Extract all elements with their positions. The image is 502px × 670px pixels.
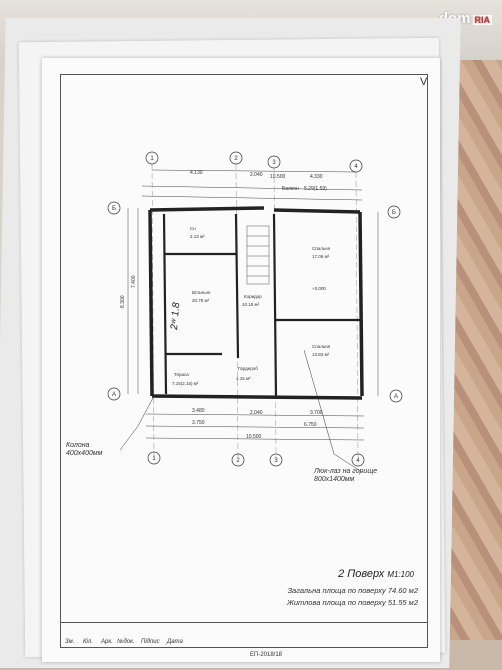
dim-top: 4.130	[190, 170, 203, 176]
axis-marker-a-left	[107, 387, 121, 401]
axis-label: 4	[356, 458, 360, 464]
outer-walls	[148, 206, 364, 400]
dim-bottom-total: 10.500	[246, 434, 262, 440]
stamp-cell: №док.	[117, 639, 135, 645]
dim-top-total: 10.500	[270, 174, 286, 180]
room-name: Спальня	[312, 344, 331, 349]
room-area: 17.06 м²	[312, 254, 330, 259]
dimension-lines-left	[127, 208, 379, 396]
watermark-ria: RIA	[472, 15, 492, 25]
room-name: Коридор	[244, 294, 262, 299]
floor-title: 2 Поверх М1:100	[338, 568, 414, 580]
axis-label: А	[394, 394, 398, 400]
axis-label: Б	[112, 206, 116, 212]
inner-walls	[162, 213, 360, 399]
stamp-cell: Зм.	[65, 639, 75, 645]
stamp-cell: Кіл.	[83, 639, 93, 645]
room-name: Вітальня	[192, 290, 211, 295]
axis-label: А	[112, 392, 116, 398]
axis-label: 2	[234, 156, 238, 162]
dim-top: 2.040	[250, 172, 263, 178]
room-area: 20.79 м²	[192, 298, 210, 303]
axis-label: 1	[150, 156, 154, 162]
room-area: 2.13 м²	[190, 234, 205, 239]
axis-marker-b-left	[107, 201, 121, 215]
balcony-label: Балкон	[282, 186, 299, 192]
stamp-cell: Арк.	[101, 639, 113, 645]
check-mark: V	[420, 76, 428, 88]
balcony-area: 5.29(1.59)	[304, 186, 327, 192]
axis-markers-side	[107, 201, 403, 403]
axis-label: 3	[274, 458, 278, 464]
dimension-lines-top	[141, 169, 363, 201]
axis-label: 1	[152, 456, 156, 462]
dim-bottom: 3.480	[192, 408, 205, 414]
dim-side: 8.300	[120, 295, 126, 308]
scale-label: М1:100	[387, 570, 414, 579]
room-name: Тераса	[174, 372, 189, 377]
handwritten-note: 2ʷ 1.8	[169, 302, 182, 332]
drawing-frame: Зм. Кіл. Арк. №док. Підпис Дата	[60, 74, 428, 648]
room-area: 10.18 м²	[242, 302, 260, 307]
stamp-cell: Дата	[167, 639, 183, 645]
axis-marker-a-right	[389, 389, 403, 403]
total-area: Загальна площа по поверху 74.60 м2	[287, 586, 418, 595]
floor-plan-sheet: Зм. Кіл. Арк. №док. Підпис Дата	[42, 58, 440, 662]
room-area: 13.83 м²	[312, 352, 330, 357]
document-code: ЕП-2018/18	[250, 652, 283, 658]
dim-bottom: 2.040	[250, 410, 263, 416]
floor-plan-drawing: 10.500 4.130 2.040 4.330 Балкон 5.29(1.5…	[107, 151, 403, 473]
room-area: 4.15 м²	[236, 376, 251, 381]
room-name: Сн	[190, 226, 196, 231]
dim-bottom: 3.700	[310, 410, 323, 416]
dim-top: 4.330	[310, 174, 323, 180]
axis-marker-b-right	[387, 205, 401, 219]
axis-label: Б	[392, 210, 396, 216]
room-area: 7.15(2.15) м²	[172, 381, 199, 386]
axis-label: 2	[236, 458, 240, 464]
axis-label: 4	[354, 164, 358, 170]
axis-markers-top	[145, 151, 363, 173]
dim-bottom: 6.750	[304, 422, 317, 428]
title-block-stamp: Зм. Кіл. Арк. №док. Підпис Дата	[61, 622, 427, 647]
callout-leaders	[119, 349, 363, 473]
room-name: Гардероб	[238, 366, 258, 371]
callout-column: Колона 400х400мм	[66, 442, 103, 458]
stamp-cell: Підпис	[141, 639, 160, 645]
living-area: Житлова площа по поверху 51.55 м2	[286, 598, 418, 607]
axis-label: 3	[272, 160, 276, 166]
room-name: Спальня	[312, 246, 331, 251]
dim-side: 7.400	[131, 275, 137, 288]
level-mark: +3.000	[312, 286, 326, 291]
callout-hatch: Люк-лаз на горище 800х1400мм	[314, 468, 378, 484]
axis-markers-bottom	[147, 451, 365, 467]
staircase	[246, 225, 270, 285]
dim-bottom: 3.750	[192, 420, 205, 426]
dimension-lines-bottom	[145, 413, 365, 441]
